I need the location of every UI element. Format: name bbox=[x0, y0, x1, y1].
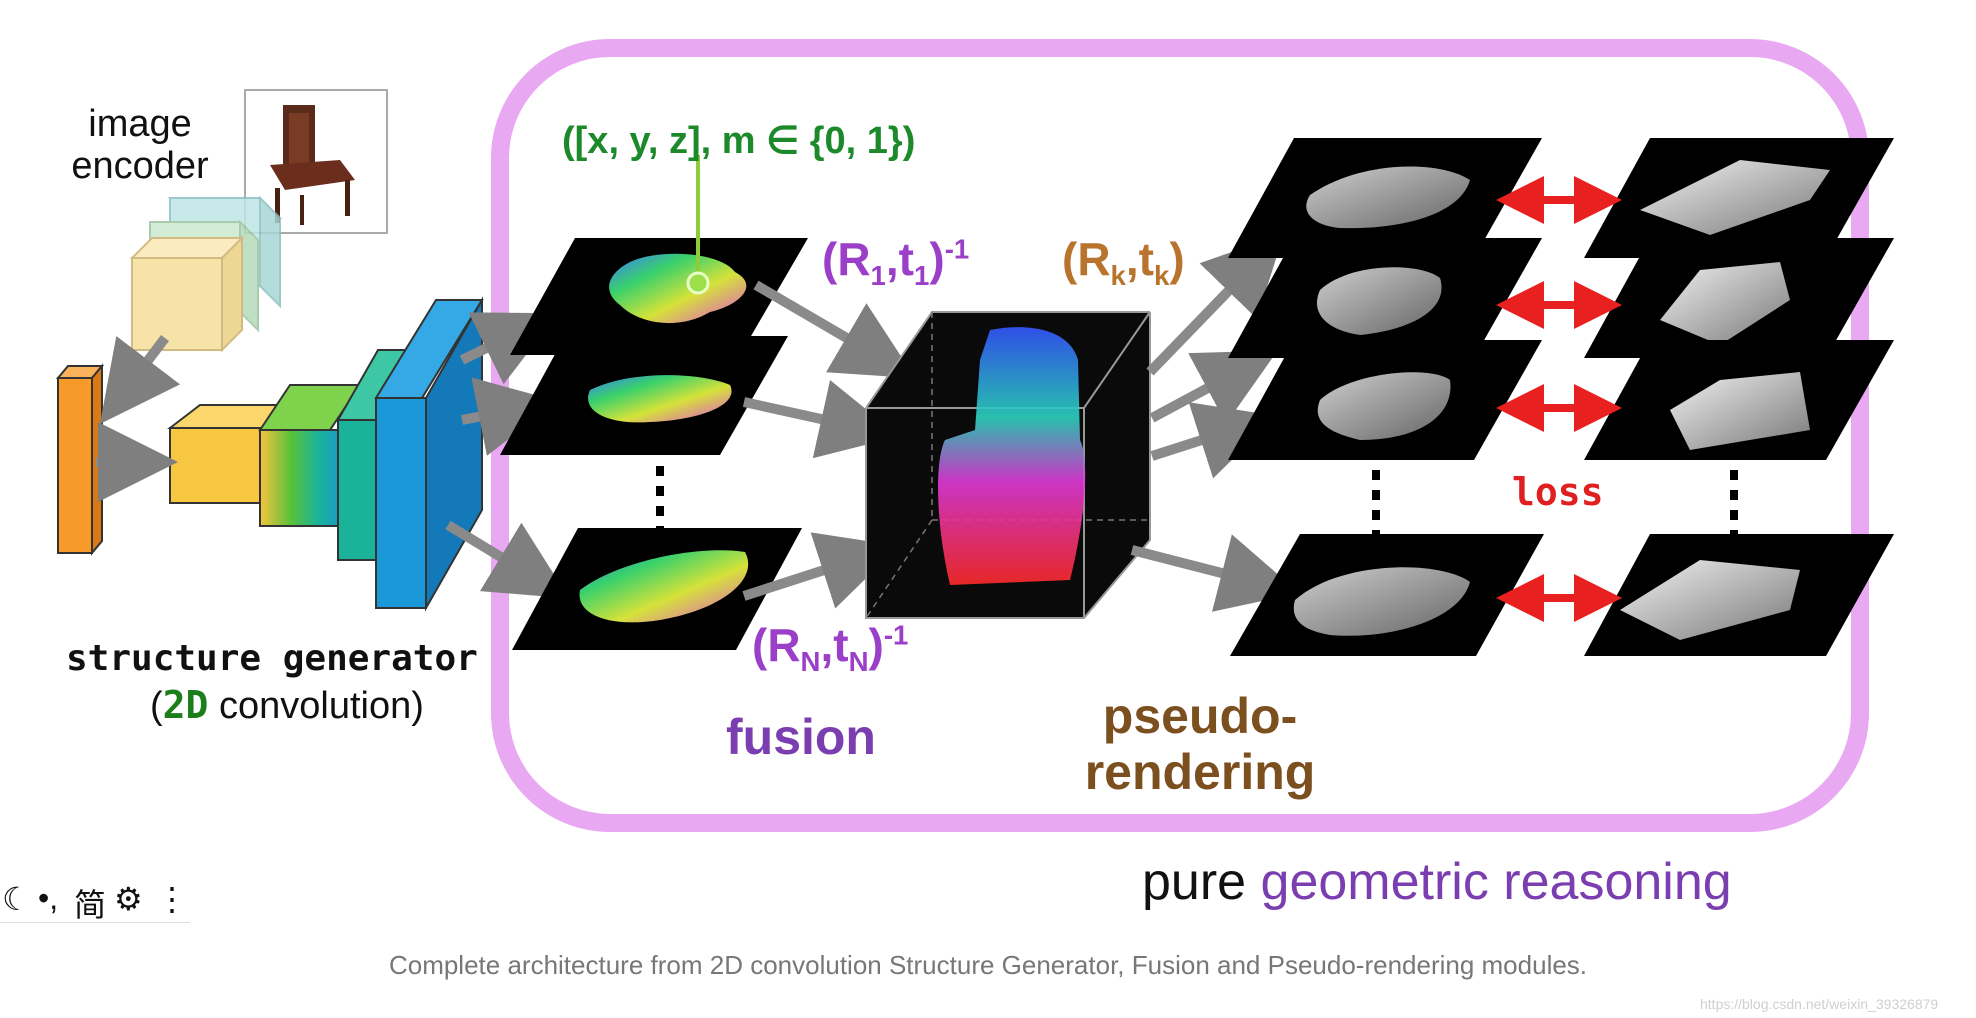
rk-end: ) bbox=[1169, 233, 1185, 285]
pure-word: pure bbox=[1142, 853, 1261, 911]
simplified-chinese-icon[interactable]: 简 bbox=[74, 887, 107, 923]
rn-mid: ,t bbox=[820, 619, 849, 671]
pure-geometric-reasoning-label: pure geometric reasoning bbox=[1142, 852, 1732, 912]
depth-map-1 bbox=[510, 238, 808, 355]
rendered-ellipsis bbox=[1372, 470, 1380, 540]
tk-sub: k bbox=[1154, 260, 1170, 292]
t1-sub: 1 bbox=[914, 260, 930, 292]
image-encoder-label-line1: image bbox=[88, 103, 192, 145]
ground-truth-view-3 bbox=[1584, 340, 1894, 460]
depth-map-2 bbox=[500, 336, 788, 455]
sublabel-open: ( bbox=[150, 685, 163, 727]
rendered-view-2 bbox=[1228, 238, 1542, 358]
watermark: https://blog.csdn.net/weixin_39326879 bbox=[1700, 996, 1939, 1012]
rk-sub: k bbox=[1110, 260, 1126, 292]
rendered-view-n bbox=[1230, 534, 1544, 656]
rn-end: ) bbox=[868, 619, 884, 671]
gear-icon[interactable]: ⚙ bbox=[114, 881, 143, 917]
rendered-view-3 bbox=[1228, 340, 1542, 460]
r1-sup: -1 bbox=[944, 233, 970, 265]
ground-truth-ellipsis bbox=[1730, 470, 1738, 540]
r1-mid: ,t bbox=[885, 233, 915, 285]
ground-truth-view-1 bbox=[1584, 138, 1894, 258]
structure-generator-label: structure generator bbox=[66, 638, 478, 679]
rendering-arrows bbox=[1130, 233, 1300, 612]
r1-end: ) bbox=[929, 233, 945, 285]
point-coordinate-label: ([x, y, z], m ∈ {0, 1}) bbox=[562, 120, 916, 162]
rendered-view-1 bbox=[1228, 138, 1542, 258]
ground-truth-view-n bbox=[1584, 534, 1894, 656]
r1-sub: 1 bbox=[870, 260, 886, 292]
pseudo-rendering-line2: rendering bbox=[1084, 744, 1316, 800]
transform-rk-label: (Rk,tk) bbox=[1062, 232, 1185, 292]
ime-toolbar: ☾ •, 简 ⚙ ⋮ bbox=[0, 880, 190, 923]
image-encoder-label: image encoder bbox=[60, 103, 220, 187]
tn-sub: N bbox=[848, 646, 869, 678]
structure-generator-sublabel: (2D convolution) bbox=[150, 683, 424, 728]
point-marker bbox=[686, 155, 710, 295]
rk-part: (R bbox=[1062, 233, 1111, 285]
depth-ellipsis bbox=[656, 466, 664, 536]
figure-caption: Complete architecture from 2D convolutio… bbox=[388, 950, 1588, 980]
pseudo-rendering-label: pseudo- rendering bbox=[1050, 688, 1350, 800]
geometric-reasoning-words: geometric reasoning bbox=[1260, 853, 1732, 911]
latent-vector bbox=[55, 363, 105, 556]
rk-mid: ,t bbox=[1125, 233, 1155, 285]
sublabel-rest: convolution) bbox=[208, 685, 424, 727]
pseudo-rendering-line1: pseudo- bbox=[1102, 688, 1298, 744]
rn-part: (R bbox=[752, 619, 801, 671]
image-encoder-block bbox=[129, 195, 283, 353]
rn-sup: -1 bbox=[883, 619, 909, 651]
fused-point-cloud-cube bbox=[865, 311, 1151, 619]
more-icon[interactable]: ⋮ bbox=[156, 881, 188, 917]
fusion-arrows bbox=[742, 280, 916, 609]
sublabel-2d: 2D bbox=[162, 683, 209, 727]
image-encoder-label-line2: encoder bbox=[71, 145, 209, 187]
punctuation-icon[interactable]: •, bbox=[38, 880, 59, 916]
transform-rn-label: (RN,tN)-1 bbox=[752, 618, 908, 678]
fusion-label: fusion bbox=[726, 709, 876, 765]
depth-map-n bbox=[512, 528, 802, 650]
loss-label: loss bbox=[1512, 470, 1604, 514]
loss-arrows bbox=[1496, 176, 1622, 622]
structure-generator-block bbox=[167, 296, 484, 612]
ground-truth-view-2 bbox=[1584, 238, 1894, 358]
moon-icon[interactable]: ☾ bbox=[2, 881, 31, 917]
transform-r1-label: (R1,t1)-1 bbox=[822, 232, 969, 292]
r1-part: (R bbox=[822, 233, 871, 285]
rn-sub: N bbox=[800, 646, 821, 678]
